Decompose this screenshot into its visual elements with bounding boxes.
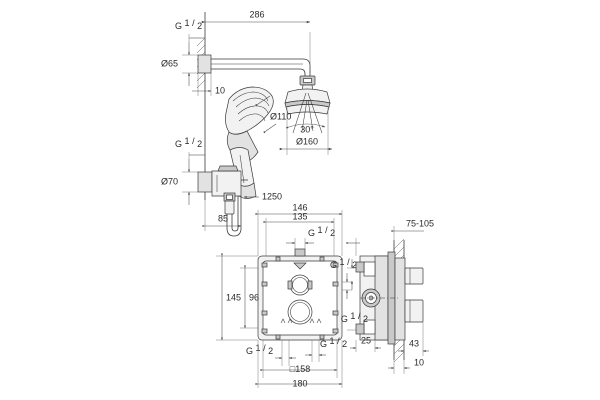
label-135: 135 [292,211,307,221]
dimension-section-ref [346,238,360,256]
dimension-85: 85 [202,196,242,231]
dimension-30-degree: 30° [286,123,326,134]
dimension-110: Ø110 [255,95,291,134]
mounting-tabs [261,256,339,340]
dimension-180: 180 [255,340,343,388]
label-25: 25 [361,335,371,345]
shower-arm [197,54,311,79]
label-145: 145 [226,292,241,302]
label-85: 85 [218,213,228,223]
dimension-135: 135 [263,211,335,256]
rough-in-box-front [257,248,343,341]
dimension-25: 25 [350,335,381,352]
dimension-75-105: 75-105 [391,218,434,240]
label-146: 146 [292,202,307,212]
dimension-146: 146 [255,202,343,256]
dimension-70: Ø70 [161,159,198,205]
dimension-g-half-holder: G 1 / 2 [175,136,206,159]
dimension-arm-offset-10: 10 [192,73,225,96]
dimension-g-half-box-top: G 1 / 2 [286,225,335,249]
label-65: Ø65 [161,58,178,68]
label-110: Ø110 [270,111,291,121]
label-180: 180 [292,378,307,388]
hand-shower-holder [197,165,242,237]
rough-in-box-section [355,238,424,363]
label-g-half-box-right: G 1 / 2 [330,257,357,270]
label-g-half-box-bottom-left: G 1 / 2 [246,343,273,356]
dimension-96: 96 [240,265,259,329]
label-75-105: 75-105 [406,218,434,228]
label-g-half-box-bottom-right: G 1 / 2 [320,336,347,349]
dimension-65: Ø65 [161,42,198,86]
label-158: □158 [290,364,310,374]
label-286: 286 [249,9,264,19]
dimension-g-half-box-right: G 1 / 2 [330,257,357,299]
bottom-port-marks [280,318,322,324]
label-10-top: 10 [215,85,225,95]
label-g-half-section: G 1 / 2 [341,311,368,324]
dimension-286: 286 [201,9,311,66]
dimension-g-half-top: G 1 / 2 [175,18,206,42]
label-70: Ø70 [161,176,178,186]
label-g-half-top: G 1 / 2 [175,18,202,31]
dimension-158: □158 [260,340,338,378]
label-43: 43 [409,338,419,348]
label-g-half-holder: G 1 / 2 [175,136,202,149]
dimension-g-half-section: G 1 / 2 [341,259,368,331]
label-160: Ø160 [296,136,318,146]
dimension-g-half-box-bottom-right: G 1 / 2 [305,336,347,362]
label-g-half-box-top: G 1 / 2 [308,225,335,238]
label-10-bottom: 10 [414,357,424,367]
dimension-145: 145 [216,253,258,341]
dimension-160: Ø160 [279,108,333,155]
dimension-1250: 1250 [243,191,282,201]
dimension-43: 43 [398,322,429,356]
dimension-g-half-box-bottom-left: G 1 / 2 [246,340,296,366]
label-30deg: 30° [300,124,314,134]
label-96: 96 [249,292,259,302]
label-1250: 1250 [262,191,282,201]
dimension-10-bottom: 10 [388,357,424,374]
